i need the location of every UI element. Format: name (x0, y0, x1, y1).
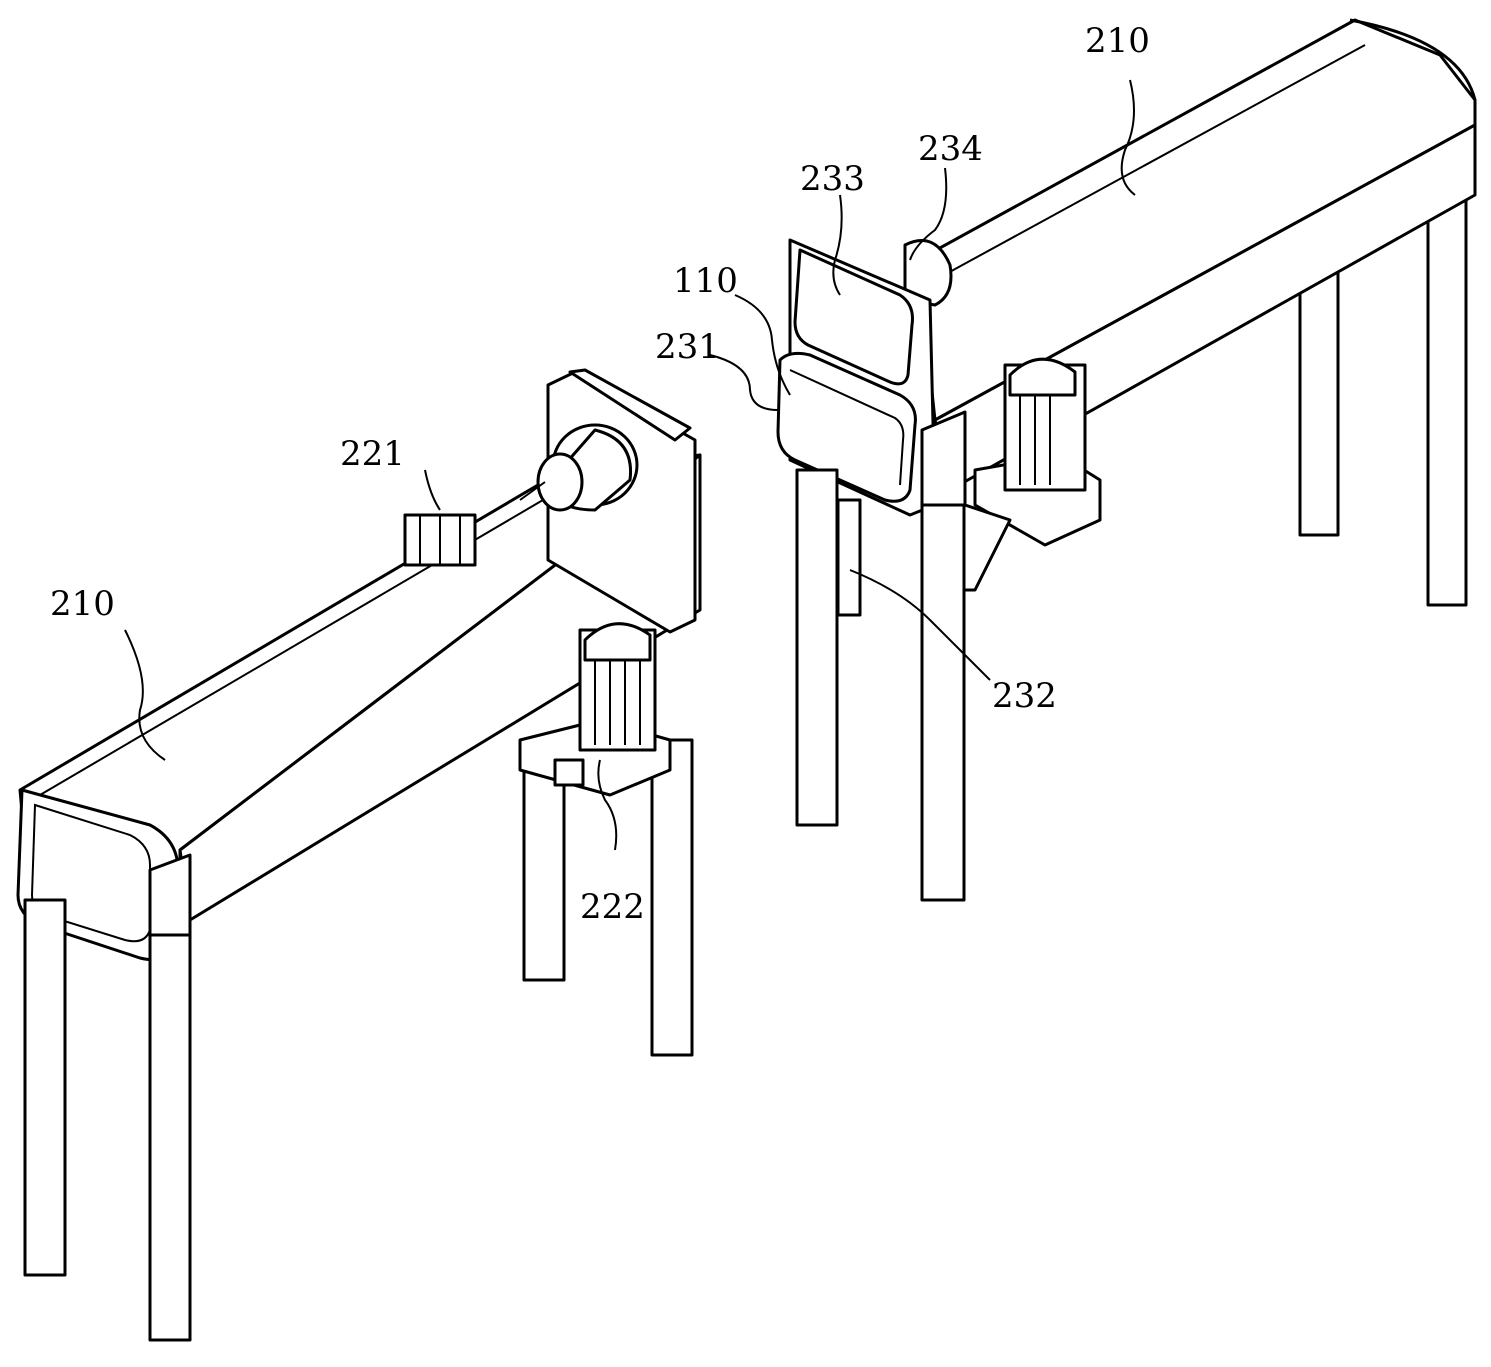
label-233: 233 (800, 159, 865, 199)
left-upper-pulley-unit (403, 513, 477, 567)
left-assembly (16, 368, 702, 1342)
left-front-legs (23, 853, 192, 1342)
left-lower-pulley-unit (518, 622, 672, 797)
right-end-frame (776, 238, 937, 517)
label-110: 110 (673, 261, 738, 301)
right-rail-beam (916, 18, 1477, 492)
right-front-legs (795, 410, 967, 902)
left-drive-frame (519, 368, 697, 634)
upper-plate (793, 248, 914, 386)
right-assembly (776, 18, 1477, 902)
label-231: 231 (655, 327, 720, 367)
cylinder-icon (536, 452, 584, 512)
labels: 210 210 221 222 233 234 110 231 232 (50, 21, 1150, 927)
label-right-rail: 210 (1085, 21, 1150, 61)
right-pulley-unit (973, 357, 1102, 547)
label-232: 232 (992, 676, 1057, 716)
label-222: 222 (580, 887, 645, 927)
lower-plate (776, 351, 917, 503)
label-221: 221 (340, 434, 405, 474)
right-back-legs (1298, 178, 1468, 607)
label-left-rail: 210 (50, 584, 115, 624)
label-234: 234 (918, 129, 983, 169)
leader-lines (124, 79, 1136, 851)
